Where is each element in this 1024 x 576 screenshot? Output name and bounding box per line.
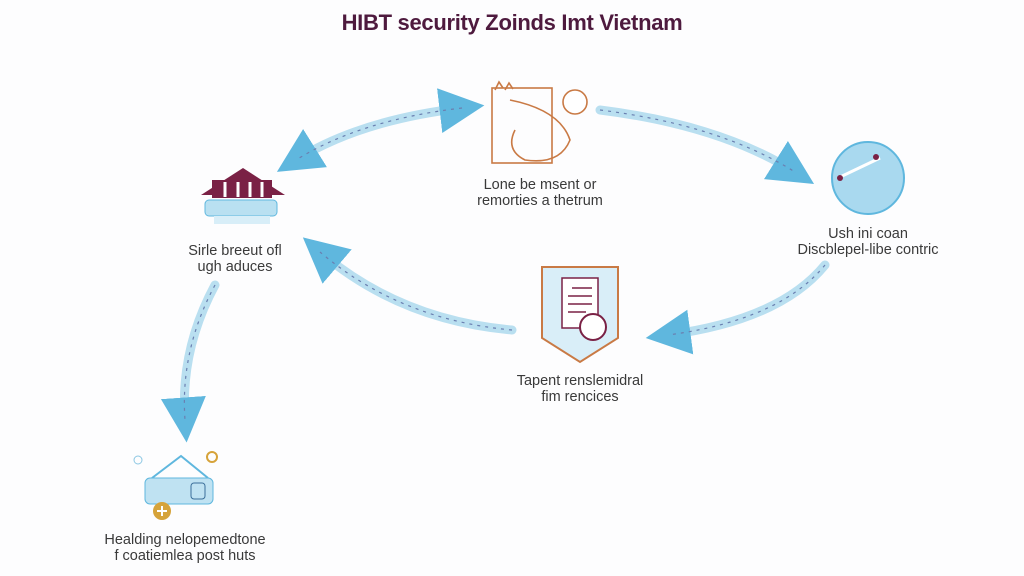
node-middle-line2: fim rencices [541,389,619,405]
arrow-left-to-bottom [160,280,220,443]
node-middle-line1: Tapent renslemidral [516,373,644,389]
node-right-line1: Ush ini coan [828,226,908,242]
node-left-line1: Sirle breeut ofl [188,243,282,259]
shield-document-icon [541,266,619,364]
device-network-icon [133,451,218,520]
bank-icon [201,168,285,224]
arrow-top-to-right [595,105,815,184]
arrow-right-to-middle [645,260,830,355]
node-left-line2: ugh aduces [197,259,273,275]
globe-icon [831,141,905,215]
arrow-top-to-left [276,88,485,172]
node-bottom-line1: Healding nelopemedtone [104,532,266,548]
node-top-line2: remorties a thetrum [477,193,603,209]
diagram-title: HIBT security Zoinds Imt Vietnam [341,10,683,35]
person-hug-icon [491,80,588,164]
node-top-label: Lone be msent or remorties a thetrum [410,177,670,209]
node-bottom-label: Healding nelopemedtone f coatiemlea post… [55,532,315,564]
node-bottom-line2: f coatiemlea post huts [114,548,256,564]
node-left-label: Sirle breeut ofl ugh aduces [105,243,365,275]
node-middle-label: Tapent renslemidral fim rencices [450,373,710,405]
node-right-label: Ush ini coan Discblepel-libe contric [738,226,998,258]
node-right-line2: Discblepel-libe contric [797,242,939,258]
node-top-line1: Lone be msent or [483,177,597,193]
